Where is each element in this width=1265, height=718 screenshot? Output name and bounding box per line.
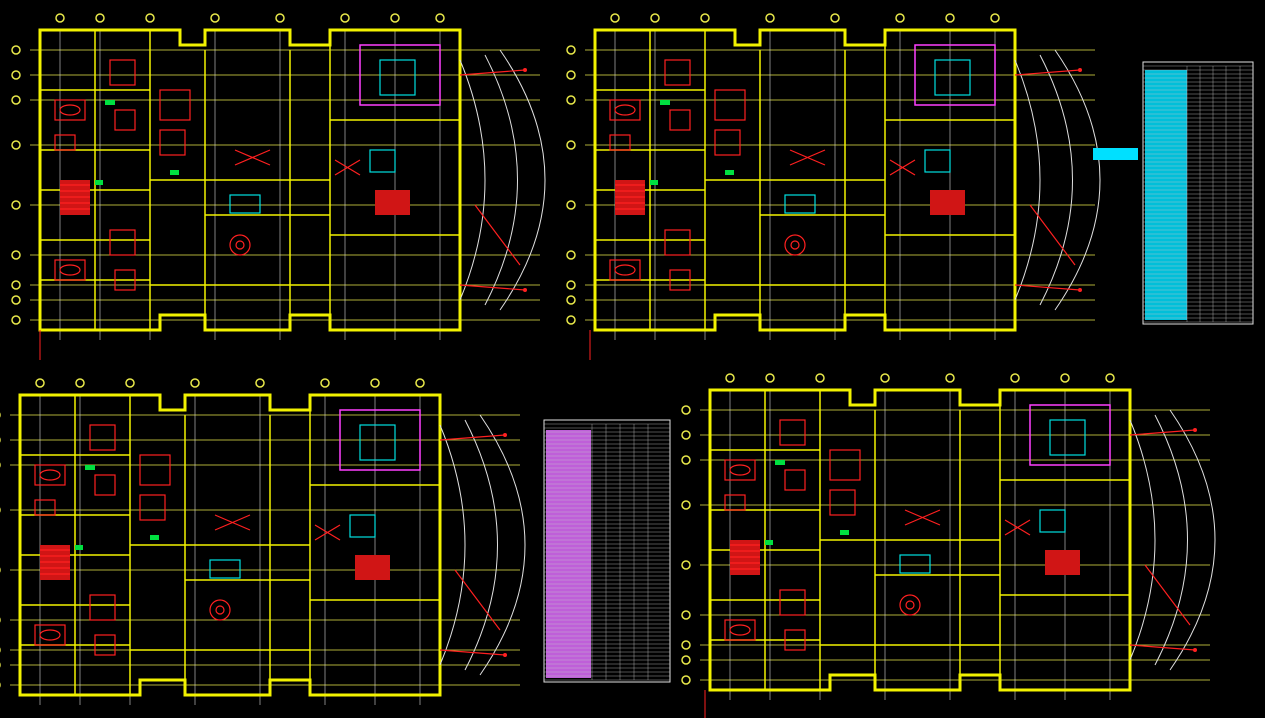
floor-plan-4[interactable]	[680, 372, 1217, 702]
schedule-table-cyan[interactable]	[1093, 61, 1254, 325]
floor-plan-1[interactable]	[10, 12, 547, 342]
floor-plan-3[interactable]	[0, 377, 527, 707]
schedule-table-magenta[interactable]	[543, 419, 671, 683]
floor-plan-2[interactable]	[565, 12, 1102, 342]
